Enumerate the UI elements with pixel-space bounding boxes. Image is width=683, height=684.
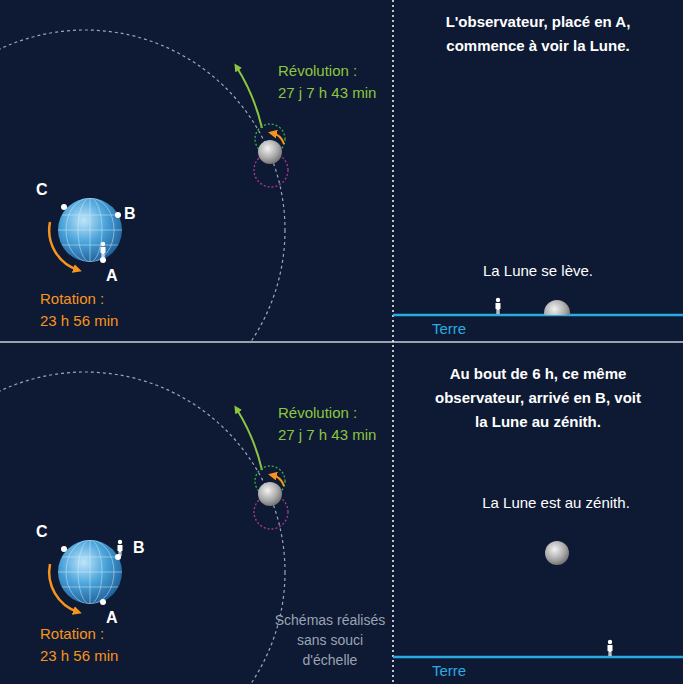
ground-label: Terre [432,662,466,681]
point-label: C [36,522,48,542]
rotation-value: 23 h 56 min [40,312,118,331]
heading: Au bout de 6 h, ce même observateur, arr… [428,362,648,434]
revolution-label: Révolution : [278,62,357,81]
scene-caption: La Lune est au zénith. [482,494,630,513]
scale-note: Schémas réalisés sans souci d'échelle [271,610,389,670]
revolution-value: 27 j 7 h 43 min [278,426,376,445]
ground-label: Terre [432,320,466,339]
point-label: B [133,538,145,558]
rotation-label: Rotation : [40,625,104,644]
point-label: C [36,180,48,200]
heading: L'observateur, placé en A, commence à vo… [421,10,656,58]
rotation-label: Rotation : [40,290,104,309]
point-label: A [106,608,118,628]
rotation-value: 23 h 56 min [40,647,118,666]
revolution-label: Révolution : [278,404,357,423]
revolution-value: 27 j 7 h 43 min [278,84,376,103]
point-label: B [124,204,136,224]
point-label: A [106,266,118,286]
scene-caption: La Lune se lève. [483,262,593,281]
